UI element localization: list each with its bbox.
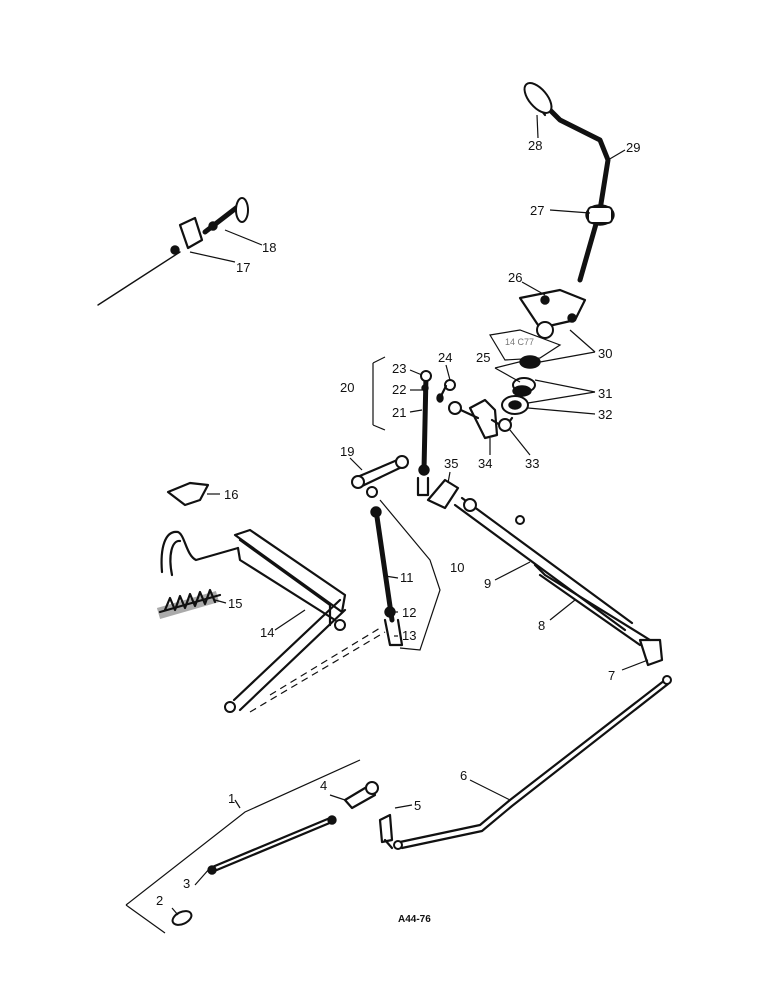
callout-25: 25: [476, 350, 490, 365]
callout-29: 29: [626, 140, 640, 155]
rod-11: [351, 455, 441, 651]
callout-28: 28: [528, 138, 542, 153]
lower-linkage: [171, 675, 672, 926]
callout-27: 27: [530, 203, 544, 218]
callout-1: 1: [228, 791, 235, 806]
callout-10: 10: [450, 560, 464, 575]
bellcrank-35: [426, 478, 460, 510]
callout-26: 26: [508, 270, 522, 285]
callout-22: 22: [392, 382, 406, 397]
lever-knob: [523, 82, 553, 114]
pivot-bracket: [468, 398, 499, 440]
arm-5: [378, 813, 394, 844]
control-17-18: [97, 197, 249, 306]
rod-20: [416, 370, 432, 497]
callout-35: 35: [444, 456, 458, 471]
callout-2: 2: [156, 893, 163, 908]
callout-20: 20: [340, 380, 354, 395]
callout-15: 15: [228, 596, 242, 611]
pivot-hardware: [436, 355, 541, 440]
callout-13: 13: [402, 628, 416, 643]
callout-17: 17: [236, 260, 250, 275]
callout-7: 7: [608, 668, 615, 683]
clevis-4: [343, 783, 377, 810]
hand-lever: [523, 82, 615, 283]
callout-21: 21: [392, 405, 406, 420]
pedal-frame-14: [160, 528, 386, 713]
arm-7: [638, 638, 664, 667]
callout-9: 9: [484, 576, 491, 591]
callout-18: 18: [262, 240, 276, 255]
callouts: 1 2 3 4 5 6 7 8 9 10 11 12 13 14 15 16 1…: [156, 114, 649, 916]
drawing-code: A44-76: [398, 914, 431, 925]
callout-24: 24: [438, 350, 452, 365]
callout-23: 23: [392, 361, 406, 376]
callout-5: 5: [414, 798, 421, 813]
callout-32: 32: [598, 407, 612, 422]
shaft-assembly: [426, 478, 664, 667]
callout-6: 6: [460, 768, 467, 783]
callout-3: 3: [183, 876, 190, 891]
faint-marks: 14 C77: [505, 337, 534, 347]
callout-19: 19: [340, 444, 354, 459]
callout-11: 11: [400, 570, 414, 585]
rod-6: [398, 678, 667, 844]
callout-16: 16: [224, 487, 238, 502]
callout-33: 33: [525, 456, 539, 471]
callout-12: 12: [402, 605, 416, 620]
callout-34: 34: [478, 456, 492, 471]
plate-16: [166, 481, 210, 507]
callout-8: 8: [538, 618, 545, 633]
group-brackets: [125, 356, 386, 934]
spring-15: [156, 588, 222, 619]
callout-31: 31: [598, 386, 612, 401]
callout-4: 4: [320, 778, 327, 793]
callout-30: 30: [598, 346, 612, 361]
pin-2: [171, 910, 193, 926]
clevis-24: [438, 379, 456, 400]
lever-bracket: [489, 288, 587, 361]
callout-14: 14: [260, 625, 274, 640]
